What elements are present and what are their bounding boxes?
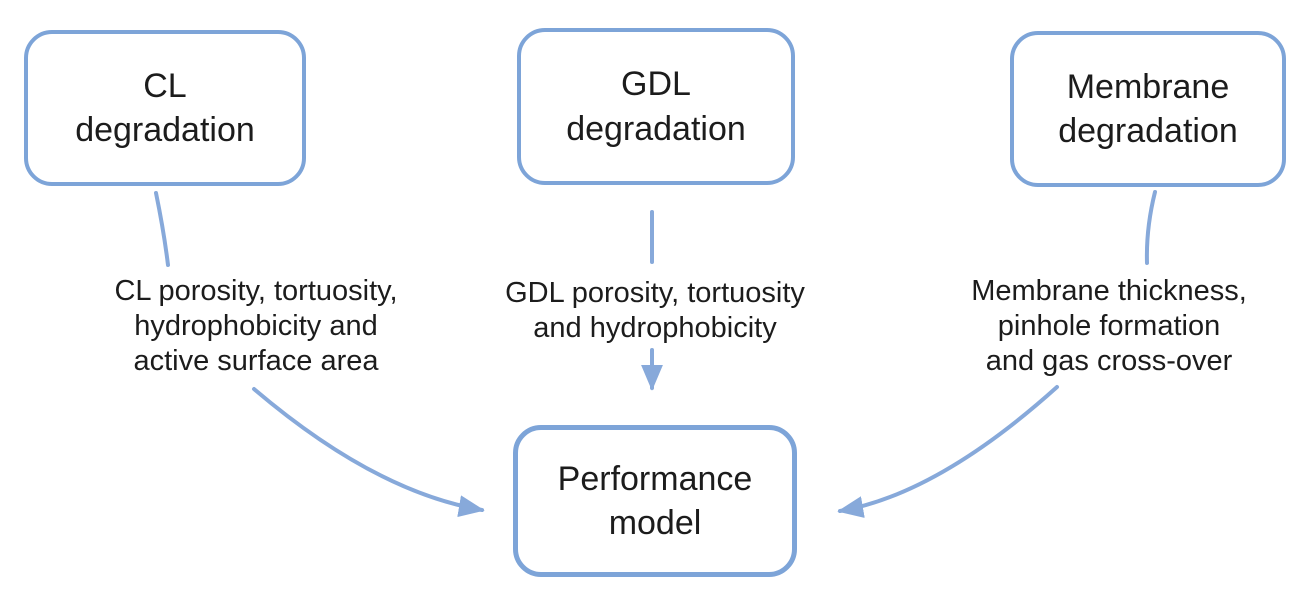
membrane-degradation-box: Membrane degradation [1010,31,1286,187]
membrane-to-performance-arrow [837,385,1059,518]
cl-degradation-box: CL degradation [24,30,306,186]
gdl-parameters-label: GDL porosity, tortuosity and hydrophobic… [505,277,805,344]
gdl-degradation-box: GDL degradation [517,28,795,185]
cl-to-performance-arrow [252,387,485,517]
membrane-parameters-label: Membrane thickness, pinhole formation an… [971,275,1247,377]
cl-box-to-label-line [154,191,170,267]
membrane-box-to-label-line [1144,190,1157,265]
performance-model-box: Performance model [513,425,797,577]
cl-parameters-label: CL porosity, tortuosity, hydrophobicity … [114,275,398,377]
